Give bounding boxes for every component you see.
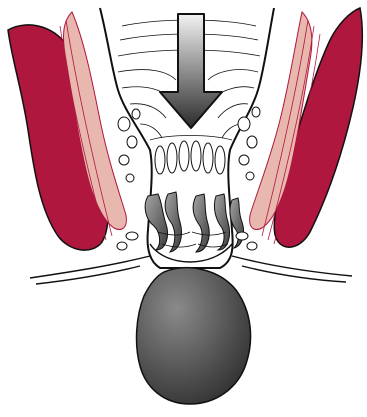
right-gland-cells bbox=[238, 107, 260, 180]
stool-mass bbox=[137, 268, 251, 404]
